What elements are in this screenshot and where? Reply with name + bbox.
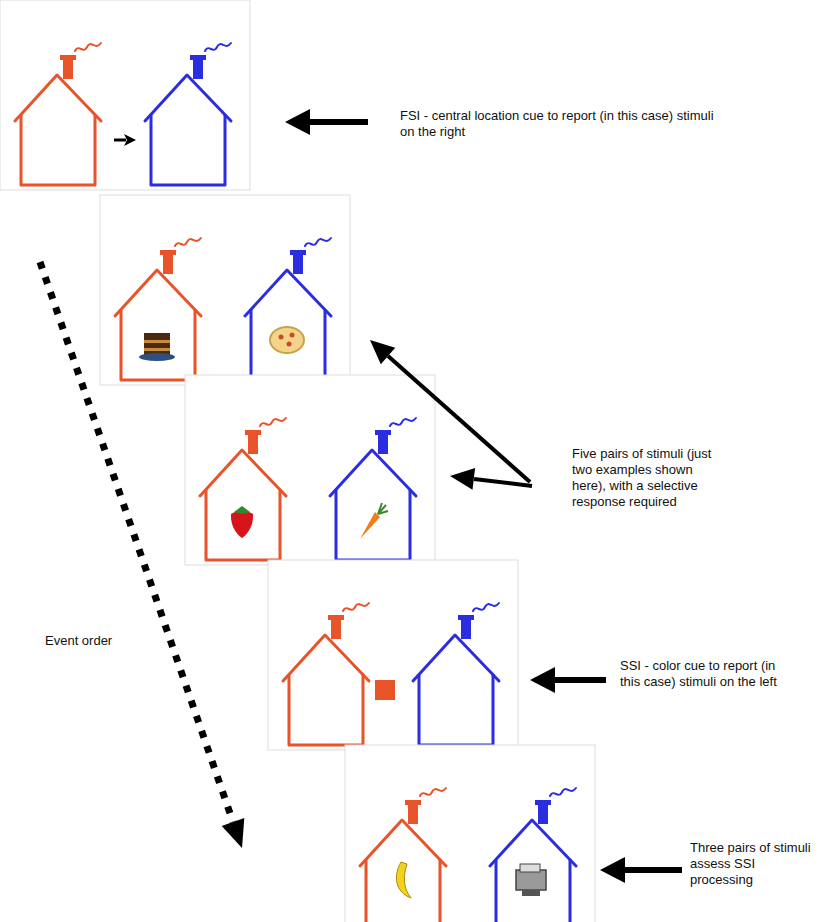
panel-frame <box>345 745 595 922</box>
panel-frame <box>0 0 250 190</box>
arrowhead <box>450 468 475 490</box>
blue-house <box>145 43 231 185</box>
callout-note: Five pairs of stimuli (just two examples… <box>572 446 722 510</box>
location-cue-arrowhead <box>124 134 136 146</box>
blue-house <box>245 238 331 380</box>
callout-arrow <box>622 867 682 873</box>
axis-note: Event order <box>45 633 165 649</box>
panel-4 <box>268 560 518 750</box>
blue-house <box>413 603 499 745</box>
arrowhead <box>370 340 395 364</box>
callout-note: FSI - central location cue to report (in… <box>400 108 715 140</box>
callout-arrow <box>388 356 530 482</box>
device-stimulus <box>516 864 546 896</box>
color-cue-square <box>375 680 395 700</box>
panel-5 <box>345 745 595 922</box>
red-house <box>360 788 446 922</box>
dotted-line <box>40 262 233 822</box>
arrowhead <box>530 667 555 693</box>
arrowhead <box>600 857 625 883</box>
arrowhead <box>285 109 310 135</box>
callout-note: Three pairs of stimuli assess SSI proces… <box>690 840 815 888</box>
pizza-stimulus <box>270 327 304 353</box>
red-house <box>200 418 286 560</box>
callout-arrow <box>474 479 532 486</box>
banana-stimulus <box>396 862 411 898</box>
callout-arrow <box>306 119 368 125</box>
panel-frame <box>100 195 350 385</box>
callout-note: SSI - color cue to report (in this case)… <box>620 658 780 690</box>
red-house <box>283 603 369 745</box>
arrowhead <box>222 818 245 848</box>
cake-stimulus <box>139 333 175 361</box>
location-cue-arrow <box>114 139 126 142</box>
red-house <box>15 43 101 185</box>
panel-1 <box>0 0 250 190</box>
event-order-arrow <box>40 262 244 848</box>
panel-3 <box>185 375 435 565</box>
panel-frame <box>268 560 518 750</box>
strawberry-stimulus <box>231 506 253 538</box>
carrot-stimulus <box>360 503 388 539</box>
callout-arrow <box>552 677 606 683</box>
panel-2 <box>100 195 350 385</box>
blue-house <box>330 418 416 560</box>
panel-frame <box>185 375 435 565</box>
red-house <box>115 238 201 380</box>
blue-house <box>490 788 576 922</box>
